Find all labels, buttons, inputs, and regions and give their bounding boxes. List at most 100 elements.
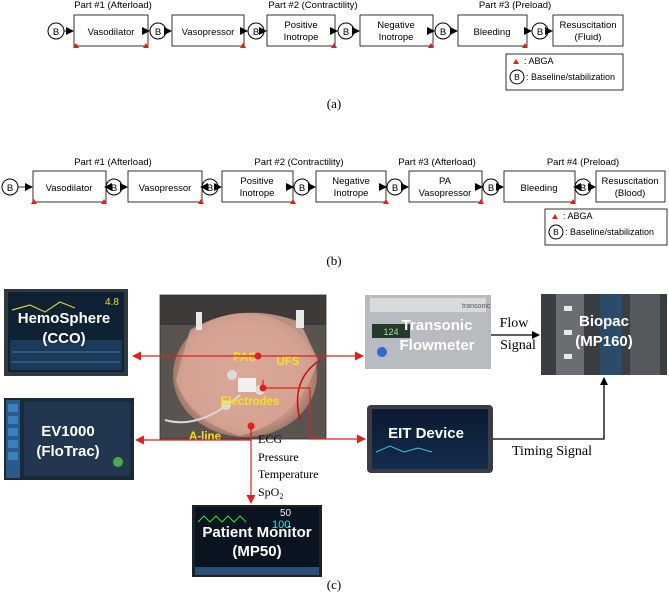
baseline-symbol: B [299,183,305,194]
baseline-symbol: B [514,72,520,82]
signal-arrows: Flow Signal Timing Signal [491,316,608,459]
part-title: Part #2 (Contractility) [268,0,357,11]
step-label: Resuscitation [559,20,616,31]
step-label: Inotrope [240,188,275,199]
baseline-symbol: B [343,27,349,38]
monitor-value-1: 50 [280,508,292,519]
label-signal: Signal [500,338,536,353]
label-monitor: Patient Monitor [202,524,311,541]
step-box [595,170,666,203]
abga-marker [331,43,337,48]
step-box [315,170,387,203]
step-boxes [73,14,624,47]
transonic-brand: transonic [462,303,491,310]
vitals-list: ECG Pressure Temperature SpO2 [258,432,318,501]
part-title: Part #3 (Afterload) [398,157,476,168]
label-pac: PAC [233,352,256,364]
step-box [171,14,245,47]
baseline-symbol: B [207,183,213,194]
step-label: Negative [377,20,415,31]
abga-markers [73,43,528,48]
step-label: (Fluid) [575,32,602,43]
caption-a: (a) [327,96,341,111]
baseline-symbol: B [488,183,494,194]
abga-marker [428,43,434,48]
step-box [73,14,149,47]
legend-abga: : ABGA [563,211,593,221]
step-box [408,170,483,203]
hemo-value: 4.8 [105,297,119,308]
biopac-device: Biopac (MP160) [541,294,667,375]
baseline-symbol: B [580,183,586,194]
vital-temperature: Temperature [258,467,318,481]
label-transonic: Transonic [402,317,473,334]
label-ev1000-sub: (FloTrac) [36,443,99,460]
vital-ecg: ECG [258,432,282,446]
transonic-device: transonic 124 Transonic Flowmeter [365,295,491,369]
step-box [552,14,624,47]
step-box [221,170,294,203]
part-title: Part #1 (Afterload) [74,0,152,11]
abga-marker [290,199,296,204]
step-label: Bleeding [474,27,511,38]
panel-a: Part #1 (Afterload) Part #2 (Contractili… [47,0,624,111]
ev1000-device: EV1000 (FloTrac) [4,398,134,480]
label-monitor-sub: (MP50) [232,543,281,560]
label-hemosphere: HemoSphere [18,310,111,327]
abga-marker [478,199,484,204]
baseline-symbol: B [253,27,259,38]
vital-spo2: SpO2 [258,485,283,501]
step-box [503,170,576,203]
abga-marker [73,43,79,48]
eit-device: EIT Device [367,405,493,473]
step-label: Vasopressor [139,183,192,194]
step-label: Inotrope [334,188,369,199]
caption-c: (c) [327,577,341,592]
hemosphere-device: 4.8 HemoSphere (CCO) [4,289,128,376]
step-label: Negative [332,176,370,187]
abga-marker [570,199,576,204]
label-aline: A-line [189,431,221,443]
legend-baseline: : Baseline/stabilization [526,72,615,82]
label-eit: EIT Device [388,425,464,442]
part-title: Part #3 (Preload) [479,0,551,11]
part-title: Part #4 (Preload) [547,157,619,168]
label-biopac: Biopac [579,313,629,330]
baseline-symbol: B [7,183,13,194]
abga-legend-icon [513,59,519,64]
step-label: (Blood) [615,188,646,199]
step-label: Vasodilator [88,27,135,38]
baseline-symbol: B [392,183,398,194]
step-box [266,14,336,47]
baseline-symbol: B [111,183,117,194]
step-box [127,170,203,203]
step-label: Vasodilator [46,183,93,194]
legend-baseline: : Baseline/stabilization [565,227,654,237]
abga-legend-icon [552,214,558,219]
label-ufs: UFS [277,356,300,368]
label-hemosphere-sub: (CCO) [42,330,85,347]
center-photo: PAC UFS Electrodes A-line [159,294,327,443]
abga-marker [198,199,204,204]
step-label: Bleeding [521,183,558,194]
part-title: Part #2 (Contractility) [254,157,343,168]
abga-marker [240,43,246,48]
step-label: Resuscitation [601,176,658,187]
baseline-symbol: B [440,27,446,38]
step-label: Positive [284,20,317,31]
caption-b: (b) [326,253,341,268]
step-label: Inotrope [379,32,414,43]
legend-a: : ABGA B : Baseline/stabilization [505,53,624,91]
label-transonic-sub: Flowmeter [399,337,474,354]
label-flow: Flow [500,316,530,331]
vital-pressure: Pressure [258,450,299,464]
baseline-circles: B B B B B B [47,22,549,40]
label-biopac-sub: (MP160) [575,333,633,350]
abga-markers [31,199,576,204]
label-timing-signal: Timing Signal [512,444,592,459]
abga-marker [143,43,149,48]
label-ev1000: EV1000 [41,423,94,440]
legend-b: : ABGA B : Baseline/stabilization [544,208,668,246]
step-label: Vasopressor [419,188,472,199]
